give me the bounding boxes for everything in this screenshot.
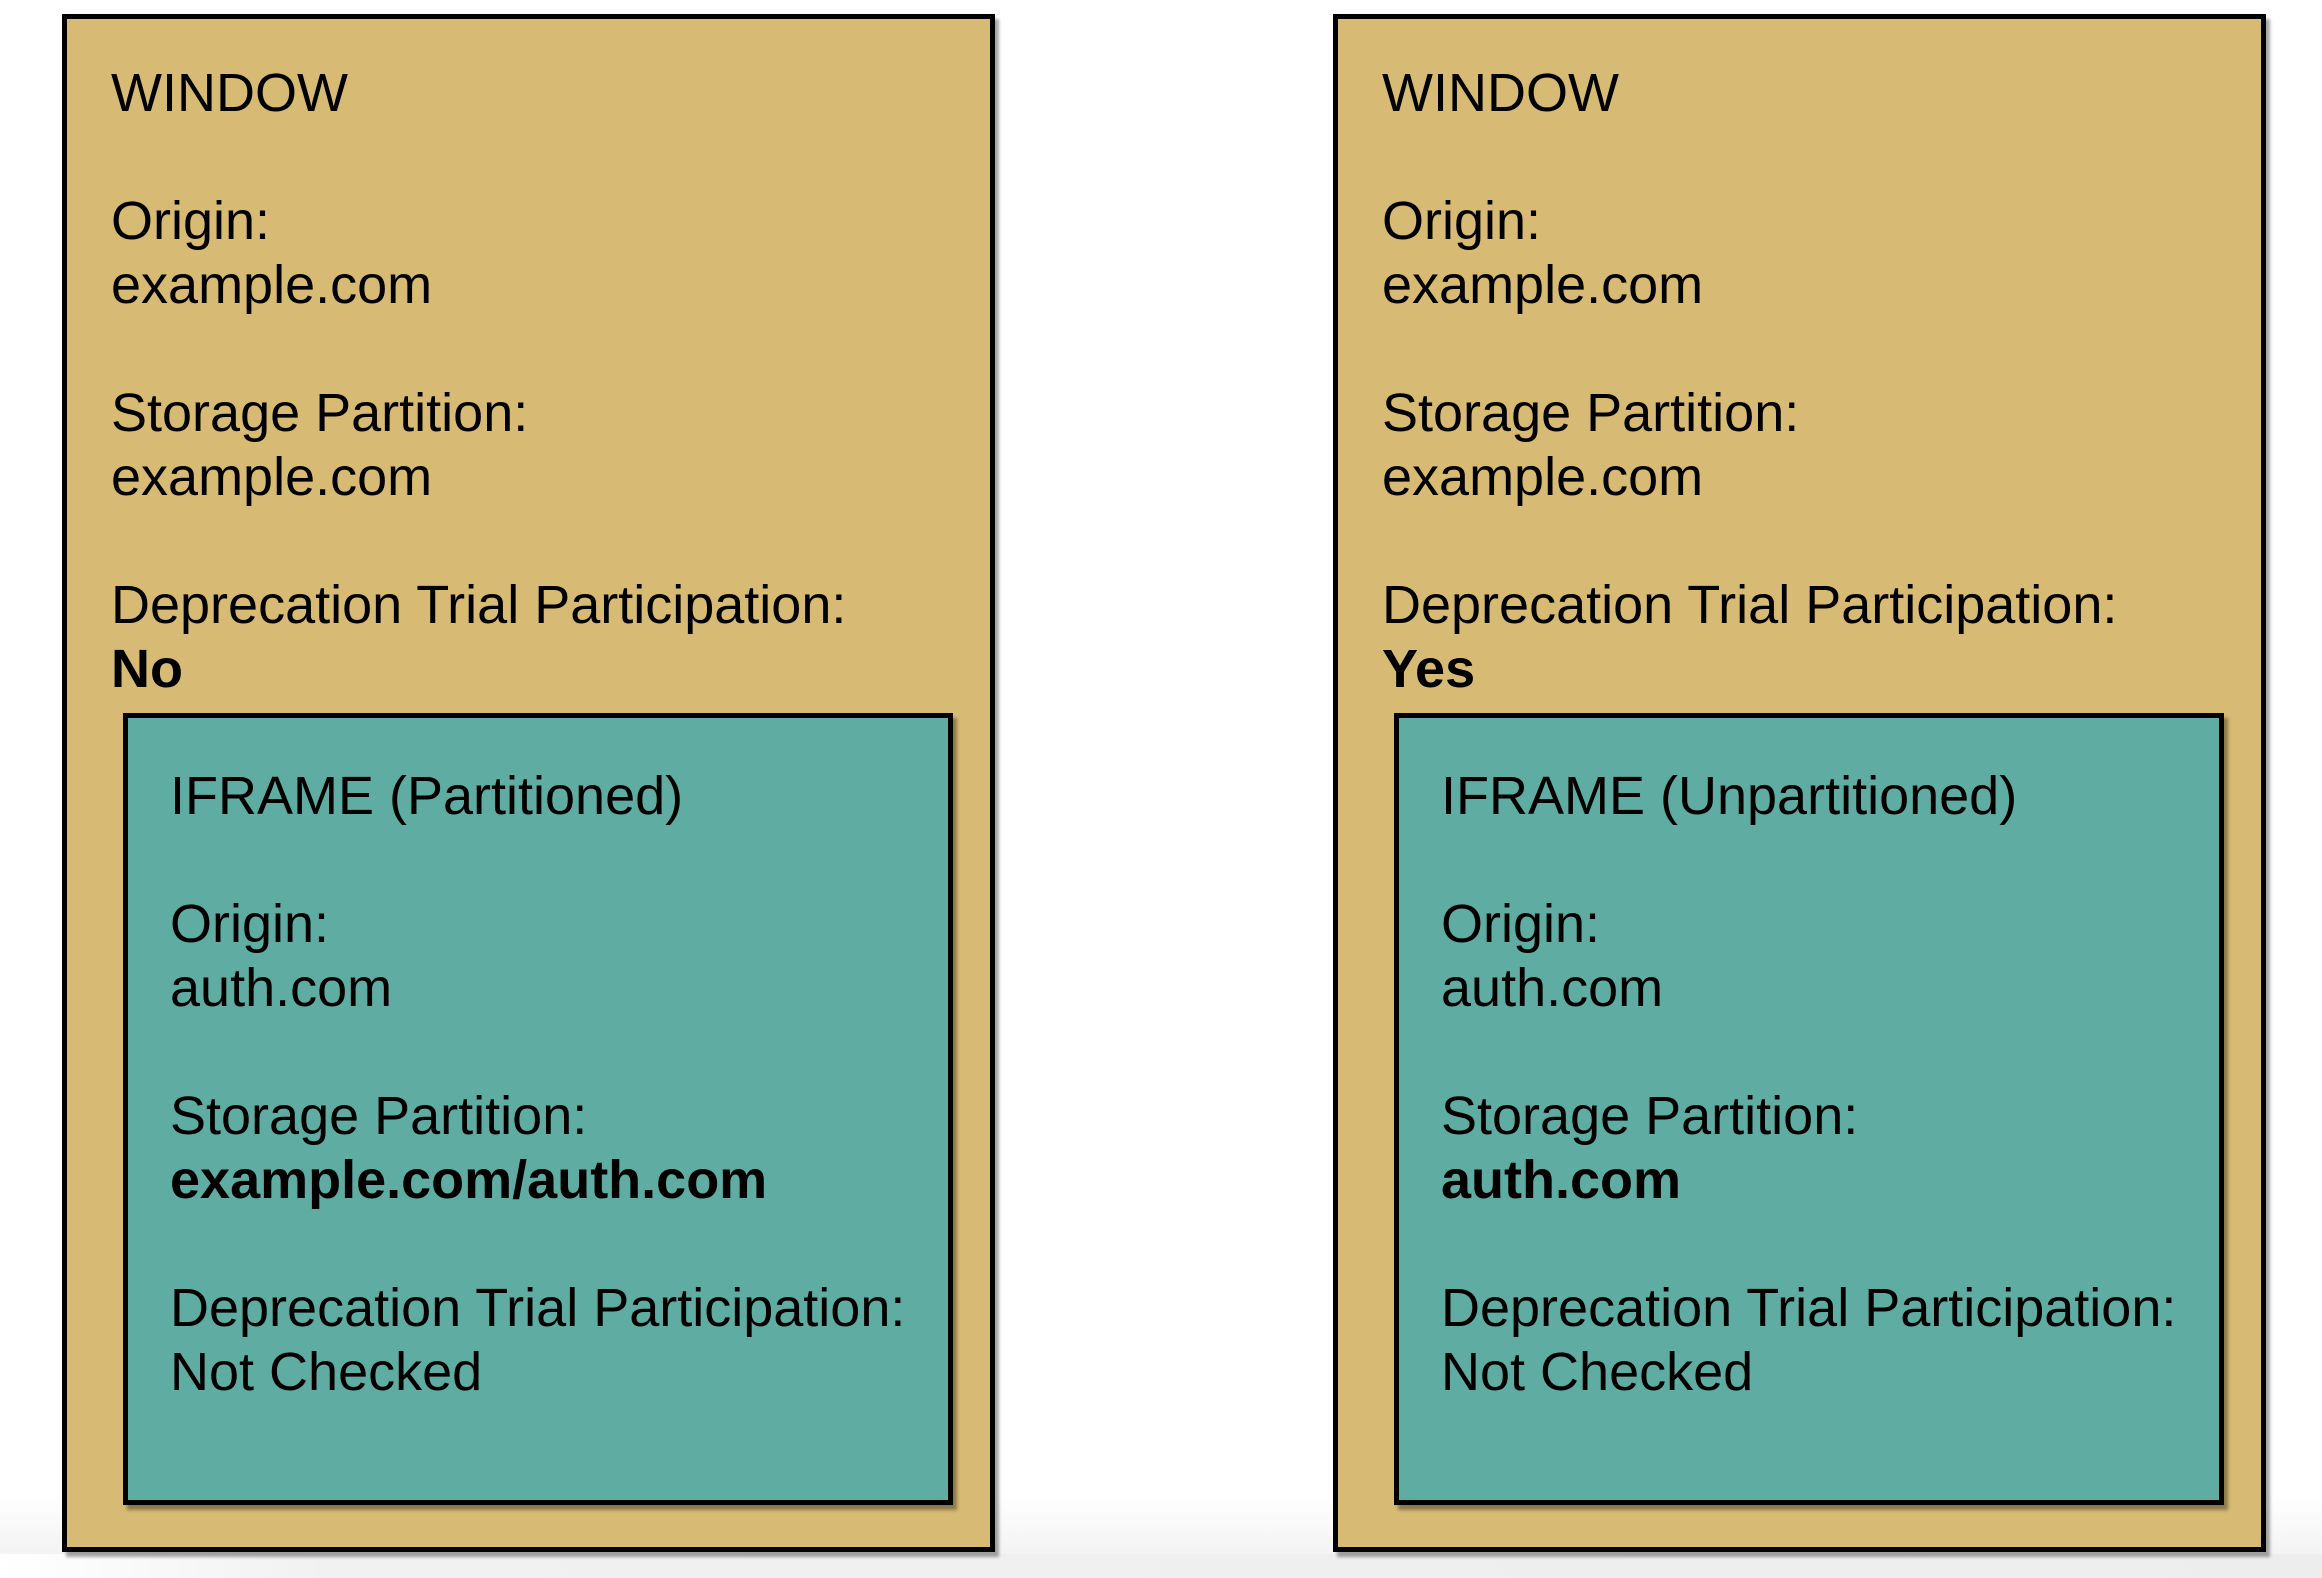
window-box-with-trial: WINDOW Origin: example.com Storage Parti…	[1333, 14, 2266, 1552]
blank-line	[1382, 509, 2223, 573]
iframe-deprecation-trial-label: Deprecation Trial Participation:	[170, 1278, 906, 1338]
origin-value: example.com	[111, 255, 433, 315]
iframe-origin-value: auth.com	[170, 958, 393, 1018]
iframe-storage-partition-label: Storage Partition:	[1441, 1086, 1859, 1146]
blank-line	[170, 1020, 918, 1084]
iframe-storage-partition-value: example.com/auth.com	[170, 1150, 768, 1210]
blank-line	[1382, 317, 2223, 381]
iframe-title: IFRAME (Unpartitioned)	[1441, 766, 2018, 826]
bottom-edge-band	[0, 1554, 2322, 1578]
blank-line	[1441, 1020, 2189, 1084]
deprecation-trial-label: Deprecation Trial Participation:	[111, 575, 847, 635]
iframe-deprecation-trial-value: Not Checked	[1441, 1342, 1754, 1402]
blank-line	[1441, 828, 2189, 892]
iframe-deprecation-trial-value: Not Checked	[170, 1342, 483, 1402]
blank-line	[111, 509, 952, 573]
deprecation-trial-value: No	[111, 639, 183, 699]
storage-partition-label: Storage Partition:	[111, 383, 529, 443]
storage-partition-value: example.com	[1382, 447, 1704, 507]
blank-line	[1441, 1212, 2189, 1276]
blank-line	[170, 828, 918, 892]
iframe-box-partitioned: IFRAME (Partitioned) Origin: auth.com St…	[123, 713, 953, 1505]
iframe-storage-partition-label: Storage Partition:	[170, 1086, 588, 1146]
iframe-origin-value: auth.com	[1441, 958, 1664, 1018]
iframe-origin-label: Origin:	[170, 894, 330, 954]
deprecation-trial-label: Deprecation Trial Participation:	[1382, 575, 2118, 635]
origin-label: Origin:	[1382, 191, 1542, 251]
iframe-origin-label: Origin:	[1441, 894, 1601, 954]
storage-partition-value: example.com	[111, 447, 433, 507]
blank-line	[170, 1212, 918, 1276]
window-title: WINDOW	[1382, 63, 1619, 123]
iframe-box-unpartitioned: IFRAME (Unpartitioned) Origin: auth.com …	[1394, 713, 2224, 1505]
blank-line	[111, 317, 952, 381]
deprecation-trial-value: Yes	[1382, 639, 1476, 699]
iframe-deprecation-trial-label: Deprecation Trial Participation:	[1441, 1278, 2177, 1338]
iframe-title: IFRAME (Partitioned)	[170, 766, 684, 826]
origin-value: example.com	[1382, 255, 1704, 315]
window-box-no-trial: WINDOW Origin: example.com Storage Parti…	[62, 14, 995, 1552]
window-title: WINDOW	[111, 63, 348, 123]
blank-line	[111, 125, 952, 189]
origin-label: Origin:	[111, 191, 271, 251]
iframe-storage-partition-value: auth.com	[1441, 1150, 1682, 1210]
blank-line	[1382, 125, 2223, 189]
storage-partition-label: Storage Partition:	[1382, 383, 1800, 443]
